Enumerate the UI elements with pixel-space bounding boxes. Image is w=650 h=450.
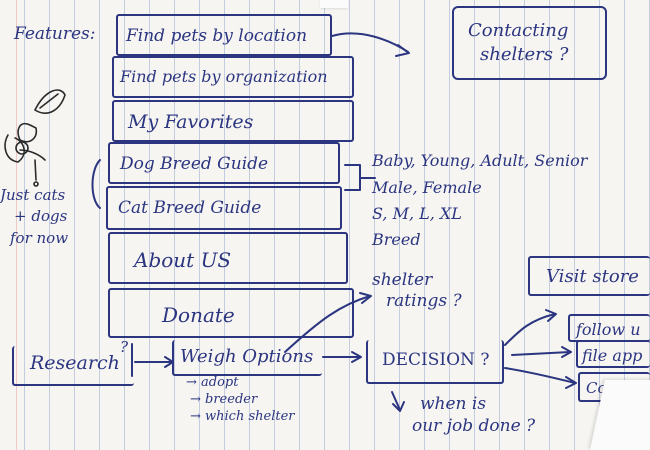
arrow-to-contacting <box>331 32 409 53</box>
donate-button[interactable]: Donate <box>108 288 354 338</box>
bracket-left <box>91 159 101 209</box>
filter-age: Baby, Young, Adult, Senior <box>372 151 588 170</box>
research-question: ? <box>120 338 129 356</box>
features-label: Features: <box>14 24 96 44</box>
option-adopt: → adopt <box>186 375 239 390</box>
contacting-shelters-line1: Contacting <box>468 20 569 41</box>
filter-sex: Male, Female <box>372 178 482 197</box>
contacting-shelters-line2: shelters ? <box>480 44 569 65</box>
donate-label: Donate <box>162 303 235 327</box>
option-which-shelter: → which shelter <box>190 409 295 424</box>
arrow-decision-done <box>391 391 401 411</box>
flower-doodle <box>4 89 66 187</box>
visit-store-box: Visit store <box>528 256 650 296</box>
when-done-line1: when is <box>420 394 487 414</box>
option-breeder: → breeder <box>190 392 258 407</box>
my-favorites-button[interactable]: My Favorites <box>112 100 354 142</box>
arrow-decision-visit-head <box>545 309 557 322</box>
arrow-decision-comm-head <box>565 376 577 389</box>
decision-label: DECISION ? <box>382 350 490 370</box>
shelter-ratings-line2: ratings ? <box>386 291 462 311</box>
research-label: Research <box>30 352 120 374</box>
filter-size: S, M, L, XL <box>372 204 462 223</box>
research-box: Research ? <box>12 340 134 386</box>
weigh-options-label: Weigh Options <box>180 346 314 367</box>
find-pets-by-location-label: Find pets by location <box>126 26 308 46</box>
follow-up-label: follow u <box>576 320 641 339</box>
cat-breed-guide-label: Cat Breed Guide <box>118 198 262 218</box>
arrow-weigh-ratings-head <box>359 292 372 304</box>
sidenote-line1: Just cats <box>0 186 66 204</box>
paper-scrap <box>320 0 348 8</box>
visit-store-label: Visit store <box>546 266 639 287</box>
filter-breed: Breed <box>372 230 421 249</box>
find-pets-by-location-button[interactable]: Find pets by location <box>116 14 332 56</box>
about-us-label: About US <box>134 248 232 272</box>
cat-breed-guide-button[interactable]: Cat Breed Guide <box>106 186 342 230</box>
arrow-decision-visit <box>504 313 556 346</box>
arrow-decision-done-head <box>392 401 405 412</box>
weigh-options-box: Weigh Options <box>172 340 322 376</box>
shelter-ratings-line1: shelter <box>372 270 433 290</box>
my-favorites-label: My Favorites <box>128 111 254 133</box>
when-done-line2: our job done ? <box>412 416 536 436</box>
bracket-right <box>344 164 376 191</box>
dog-breed-guide-label: Dog Breed Guide <box>120 154 269 174</box>
decision-box: DECISION ? <box>366 340 504 384</box>
arrow-decision-file <box>511 351 571 356</box>
file-app-box: file app <box>576 340 650 368</box>
contacting-shelters-box: Contacting shelters ? <box>452 6 607 80</box>
arrow-to-contacting-head <box>395 44 410 57</box>
about-us-button[interactable]: About US <box>108 232 348 284</box>
arrow-weigh-decision-head <box>351 351 362 363</box>
file-app-label: file app <box>582 346 643 365</box>
arrow-decision-comm <box>504 367 576 384</box>
follow-up-box: follow u <box>568 314 650 342</box>
sidenote-line3: for now <box>10 229 69 247</box>
find-pets-by-organization-label: Find pets by organization <box>120 67 328 86</box>
dog-breed-guide-button[interactable]: Dog Breed Guide <box>108 142 340 184</box>
sidenote-line2: + dogs <box>14 207 68 225</box>
find-pets-by-organization-button[interactable]: Find pets by organization <box>112 56 354 98</box>
arrow-decision-file-head <box>561 346 572 358</box>
arrow-weigh-ratings <box>284 295 371 353</box>
